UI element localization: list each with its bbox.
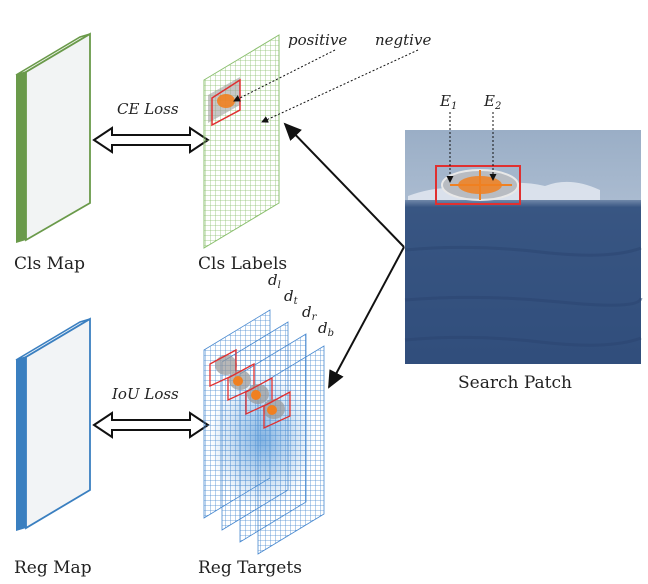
e1-label: E1 [440,92,457,112]
iou-loss-label: IoU Loss [112,385,179,403]
dt-letter: d [284,287,294,305]
annotation-pointers [233,49,497,183]
cls-map [15,32,91,243]
dt-label: dt [284,287,298,307]
dr-subscript: r [311,312,317,323]
positive-label: positive [288,31,348,49]
dt-subscript: t [293,296,298,307]
cls-labels-grid [203,34,280,249]
e2-subscript: 2 [494,101,502,112]
cls-map-label: Cls Map [14,254,85,274]
e2-label: E2 [484,92,501,112]
e2-letter: E [484,92,495,110]
db-label: db [318,319,334,339]
db-letter: d [318,319,328,337]
reg-target-blobs [209,348,291,430]
reg-targets-label: Reg Targets [198,558,302,578]
negtive-label: negtive [375,31,432,49]
e1-subscript: 1 [450,101,458,112]
reg-map [15,317,91,531]
search-patch-arrows [283,122,405,389]
ce-loss-double-arrow [92,126,210,154]
iou-loss-double-arrow [92,411,210,439]
e1-letter: E [440,92,451,110]
db-subscript: b [327,328,335,339]
reg-targets-grids [203,309,325,555]
reg-map-label: Reg Map [14,558,92,578]
cls-labels-label: Cls Labels [198,254,288,274]
dr-label: dr [302,303,316,323]
search-patch-label: Search Patch [458,373,572,393]
dl-letter: d [268,271,278,289]
dl-label: dl [268,271,281,291]
search-patch-image [404,130,643,364]
ce-loss-label: CE Loss [117,100,179,118]
dl-subscript: l [277,280,281,291]
dr-letter: d [302,303,312,321]
